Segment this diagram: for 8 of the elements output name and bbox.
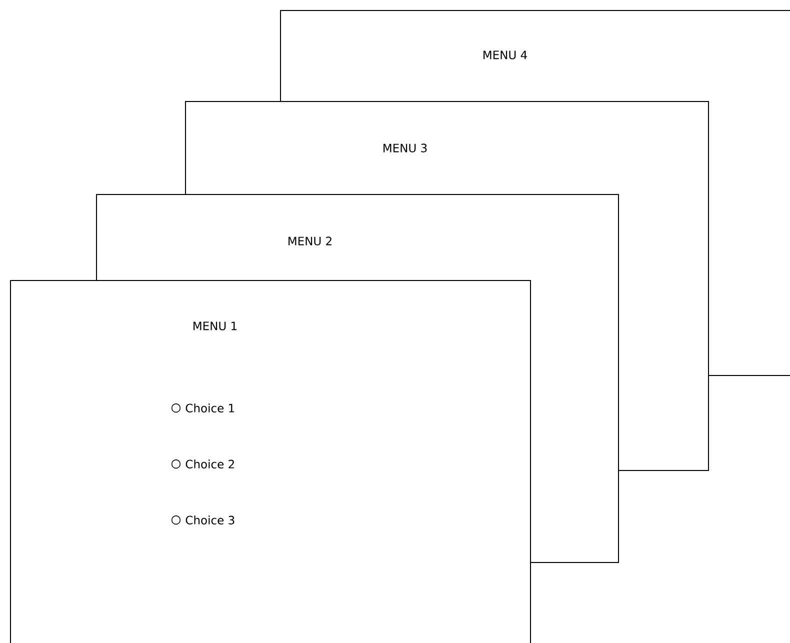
option-label: Choice 3: [186, 516, 234, 524]
option-label: Choice 1: [186, 404, 234, 412]
menu-card: [10, 280, 531, 643]
option-label: Choice 2: [186, 460, 234, 468]
menu-title: MENU 3: [384, 144, 427, 152]
menu-title: MENU 4: [484, 50, 527, 60]
menu-title: MENU 1: [194, 322, 237, 330]
menu-title: MENU 2: [288, 236, 332, 246]
